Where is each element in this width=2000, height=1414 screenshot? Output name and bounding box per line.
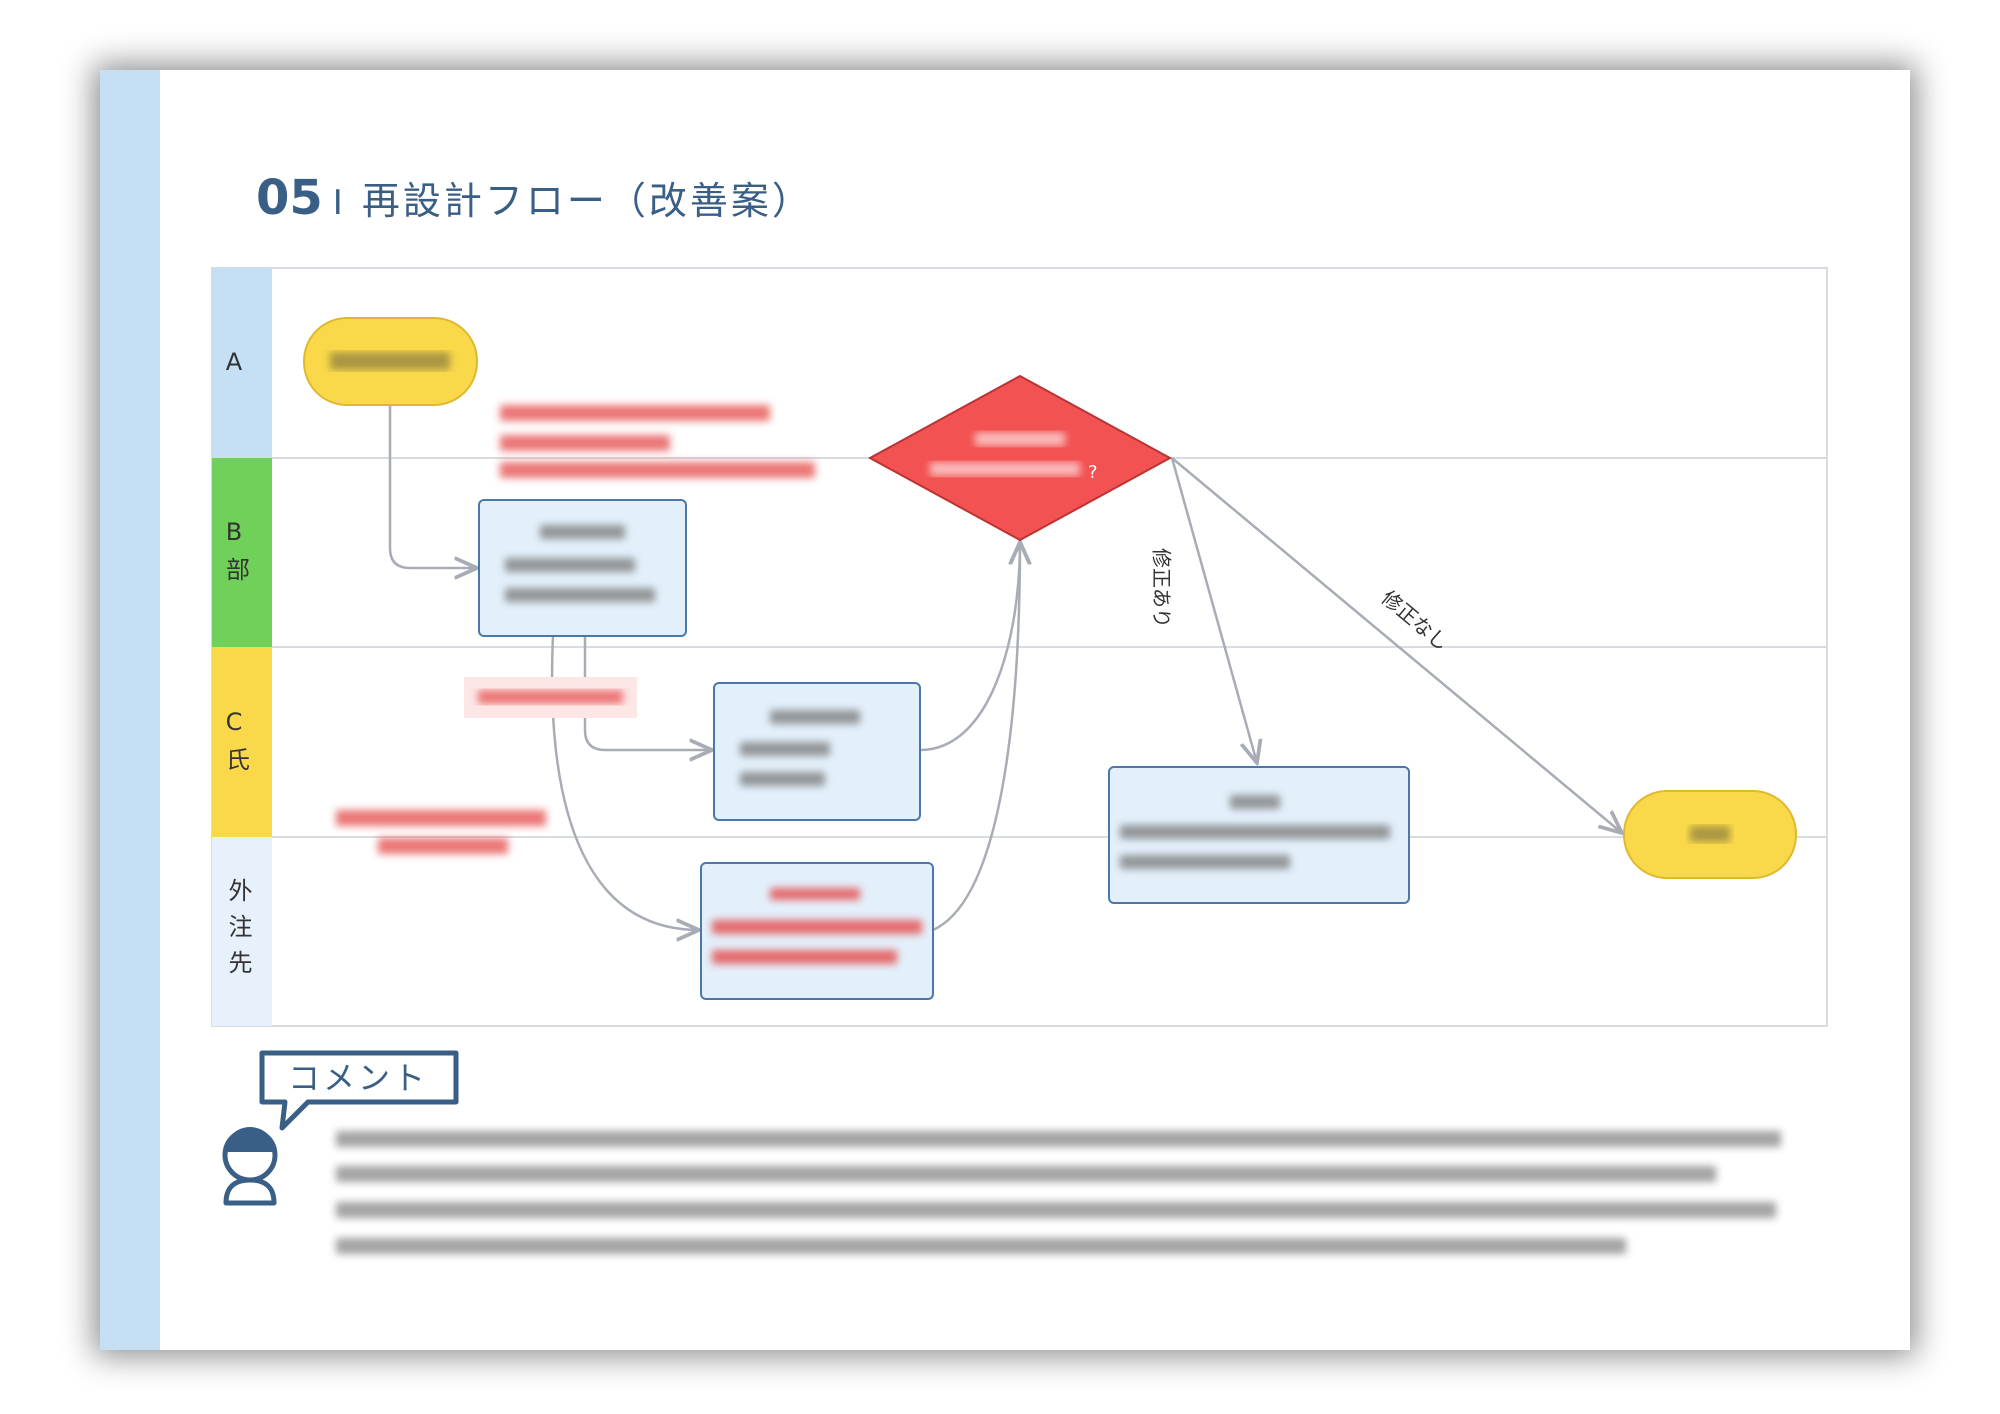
comment-body-blurred xyxy=(336,1131,1781,1254)
lane-header-c xyxy=(212,647,272,837)
blurred-text xyxy=(712,920,922,934)
blurred-text xyxy=(930,462,1080,476)
lane-header-a xyxy=(212,268,272,458)
connector-b-to-c xyxy=(583,636,712,750)
blurred-text xyxy=(740,742,830,756)
title-separator: I xyxy=(332,183,346,223)
connector-revision-no xyxy=(1171,457,1622,833)
blurred-text xyxy=(1120,855,1290,869)
annotation-blurred xyxy=(478,690,623,704)
blurred-text xyxy=(975,432,1065,446)
lane-label-a: A xyxy=(226,348,243,376)
annotation-blurred xyxy=(500,405,770,421)
edge-label-revision-yes: 修正あり xyxy=(1150,548,1174,628)
blurred-text xyxy=(740,772,825,786)
annotation-blurred xyxy=(336,810,546,826)
comment-speech-bubble xyxy=(259,1050,459,1131)
blurred-text xyxy=(770,888,860,900)
blurred-text xyxy=(330,352,450,370)
blurred-text xyxy=(505,588,655,602)
blurred-text xyxy=(540,525,625,539)
blurred-text xyxy=(1120,825,1390,839)
blurred-text xyxy=(1230,795,1280,809)
lane-label-c-1: C xyxy=(226,708,243,736)
blurred-text xyxy=(505,558,635,572)
slide-accent-bar xyxy=(100,70,160,1350)
person-icon xyxy=(222,1127,278,1206)
lane-label-c-2: 氏 xyxy=(226,746,250,774)
lane-header-outsource xyxy=(212,837,272,1026)
lane-label-b-1: B xyxy=(226,518,242,546)
blurred-text xyxy=(1690,826,1730,842)
annotation-blurred xyxy=(500,435,670,451)
section-number: 05 xyxy=(256,170,323,226)
annotation-blurred xyxy=(378,838,508,854)
connector-revision-yes xyxy=(1170,457,1257,763)
connector-start-to-b xyxy=(388,405,477,568)
lane-label-b-2: 部 xyxy=(226,556,250,584)
decision-diamond[interactable] xyxy=(867,374,1173,542)
blurred-text xyxy=(770,710,860,724)
title-text: 再設計フロー（改善案） xyxy=(361,179,813,223)
lane-header-b xyxy=(212,458,272,647)
annotation-blurred xyxy=(500,462,815,478)
comment-label: コメント xyxy=(288,1059,428,1097)
blurred-text xyxy=(712,950,897,964)
decision-question-mark: ? xyxy=(1088,462,1098,483)
connector-outsource-to-decision xyxy=(932,542,1020,932)
lane-label-outsource: 外注先 xyxy=(224,878,252,986)
